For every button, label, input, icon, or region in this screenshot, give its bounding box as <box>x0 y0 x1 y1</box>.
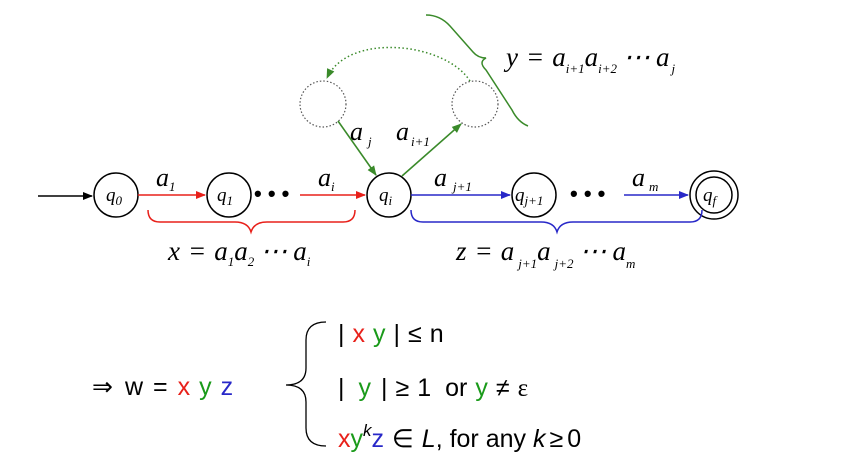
condition-pumping: xykz∈L, for any k≥0 <box>338 421 581 453</box>
loop-state-right <box>451 80 499 128</box>
label-x-equation: x=a1a2⋯ai <box>167 236 311 269</box>
brace-x <box>147 209 356 235</box>
svg-text:qj+1: qj+1 <box>515 185 543 208</box>
edge-label-a1: a1 <box>156 163 176 194</box>
svg-text:q0: q0 <box>106 185 123 208</box>
svg-text:qi: qi <box>379 185 393 208</box>
loop-state-left <box>299 80 347 128</box>
edge-loop-dotted <box>326 46 471 82</box>
state-qf-accepting: qf <box>689 170 739 220</box>
ellipsis-right: • • • <box>570 181 605 206</box>
state-q0: q0 <box>93 172 139 218</box>
edge-loop-ai1 <box>401 123 462 177</box>
state-qi: qi <box>366 172 412 218</box>
brace-z <box>410 209 703 235</box>
svg-text:q1: q1 <box>217 185 233 208</box>
conditions-brace <box>285 321 327 447</box>
ellipsis-left: • • • <box>254 181 289 206</box>
edge-loop-aj <box>337 120 377 176</box>
brace-y <box>425 14 529 127</box>
state-q1: q1 <box>206 172 252 218</box>
svg-text:qf: qf <box>703 185 719 208</box>
edge-label-ai: ai <box>318 163 335 194</box>
state-qj1: qj+1 <box>511 172 557 218</box>
